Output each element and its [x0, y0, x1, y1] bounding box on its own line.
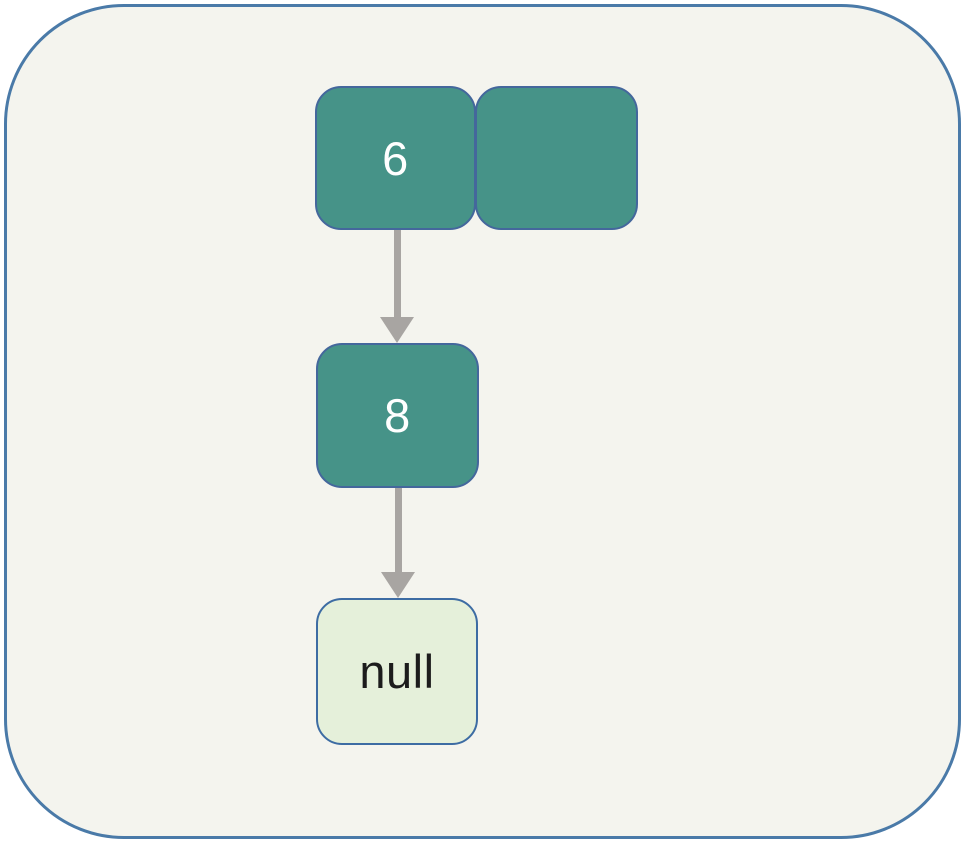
node-label: 8 — [384, 389, 411, 442]
node-label: null — [359, 645, 435, 698]
node-label: 6 — [382, 131, 409, 185]
list-node-value-8: 8 — [316, 343, 479, 488]
arrow-stem — [393, 230, 401, 317]
list-node-pointer-cell — [475, 86, 638, 230]
down-arrow-icon — [380, 230, 414, 343]
down-arrow-icon — [381, 488, 415, 598]
list-node-value-6: 6 — [315, 86, 476, 230]
arrow-stem — [394, 488, 402, 572]
arrow-head — [381, 572, 415, 598]
list-node-null-terminator: null — [316, 598, 478, 745]
arrow-head — [380, 317, 414, 343]
